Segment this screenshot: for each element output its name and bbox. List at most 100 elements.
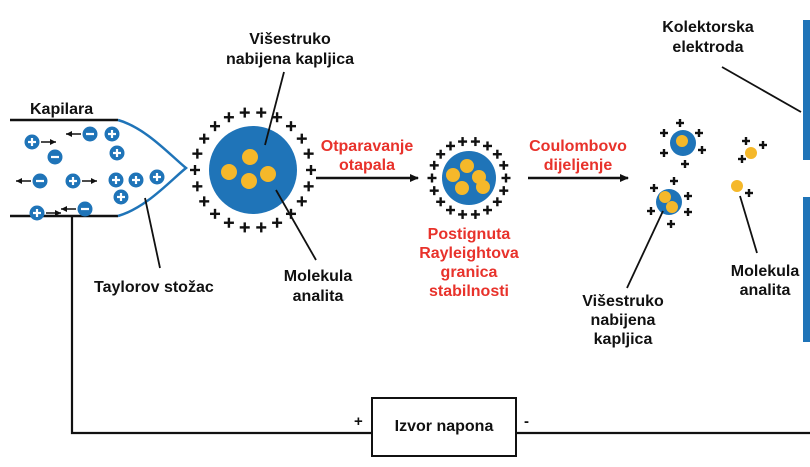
plus-charge <box>190 165 200 175</box>
analyte-molecule <box>476 180 490 194</box>
plus-charge <box>210 121 221 132</box>
plus-charge <box>684 208 692 216</box>
positive-ion <box>128 172 144 188</box>
label-rayleigh-line1: Postignuta <box>427 226 511 243</box>
free-analyte-bottom <box>731 180 753 197</box>
label-evaporation-line2: otapala <box>338 157 396 174</box>
plus-charge <box>285 121 296 132</box>
plus-charge <box>470 137 480 147</box>
label-rayleigh-line3: granica <box>440 264 498 281</box>
multi-charged-droplet-large <box>190 107 316 233</box>
plus-charge <box>303 148 314 159</box>
taylor-cone-outline <box>117 118 188 218</box>
positive-ion <box>108 172 124 188</box>
label-multi-charged-droplet-bottom-line2: nabijena <box>590 312 656 329</box>
plus-charge <box>210 208 221 219</box>
plus-charge <box>501 173 511 183</box>
negative-ion <box>66 126 98 142</box>
plus-charge <box>223 217 234 228</box>
plus-charge <box>667 220 675 228</box>
plus-charge <box>192 148 203 159</box>
plus-charge <box>499 186 509 196</box>
pointer-lines <box>144 66 802 289</box>
label-multi-charged-droplet-bottom-line3: kapljica <box>593 331 653 348</box>
plus-charge <box>660 149 668 157</box>
plus-charge <box>429 160 439 170</box>
voltage-source-box: Izvor napona <box>371 397 517 457</box>
plus-charge <box>681 160 689 168</box>
label-analyte-right-line1: Molekula <box>730 263 800 280</box>
plus-charge <box>427 173 437 183</box>
negative-ion <box>47 149 63 165</box>
plus-charge <box>759 141 767 149</box>
label-coulomb-line2: dijeljenje <box>543 157 613 174</box>
capillary-liquid <box>10 120 186 216</box>
plus-charge <box>647 207 655 215</box>
voltage-source-label: Izvor napona <box>394 418 494 435</box>
label-collector-line1: Kolektorska <box>662 19 754 36</box>
label-capillary: Kapilara <box>30 101 94 118</box>
positive-ion <box>65 173 97 189</box>
plus-charge <box>745 189 753 197</box>
label-multi-charged-droplet-bottom-line1: Višestruko <box>582 293 664 310</box>
label-analyte-right-line2: analita <box>739 282 791 299</box>
plus-charge <box>458 137 468 147</box>
plus-charge <box>738 155 746 163</box>
positive-ion <box>24 134 56 150</box>
plus-charge <box>272 217 283 228</box>
plus-charge <box>296 133 307 144</box>
circuit-wire <box>70 216 810 435</box>
plus-charge <box>296 196 307 207</box>
label-rayleigh-line2: Rayleightova <box>419 245 519 262</box>
plus-charge <box>436 197 446 207</box>
plus-charge <box>303 181 314 192</box>
plus-charge <box>684 192 692 200</box>
plus-charge <box>446 141 455 151</box>
capillary <box>10 118 188 218</box>
label-collector-line2: elektroda <box>672 39 744 56</box>
analyte-molecule <box>676 135 688 147</box>
plus-charge <box>483 141 492 151</box>
plus-charge <box>446 205 455 215</box>
plus-charge <box>223 112 234 123</box>
plus-charge <box>695 129 703 137</box>
plus-charge <box>499 160 509 170</box>
plus-charge <box>256 107 267 118</box>
plus-charge <box>239 222 250 233</box>
plus-charge <box>492 197 502 207</box>
offspring-droplet <box>660 119 706 168</box>
plus-charge <box>256 222 267 233</box>
analyte-molecule <box>659 191 671 203</box>
droplet-body <box>209 126 297 214</box>
plus-terminal: + <box>354 413 363 430</box>
label-evaporation-line1: Otparavanje <box>320 138 414 155</box>
plus-charge <box>429 186 439 196</box>
plus-charge <box>742 137 750 145</box>
droplet-rayleigh-limit <box>427 137 511 219</box>
positive-ion <box>109 145 125 161</box>
positive-ion <box>113 189 129 205</box>
plus-charge <box>698 146 706 154</box>
plus-charge <box>483 205 492 215</box>
analyte-molecule <box>241 173 257 189</box>
plus-charge <box>199 133 210 144</box>
plus-charge <box>670 177 678 185</box>
label-analyte-left-line2: analita <box>292 288 344 305</box>
label-coulomb-line1: Coulombovo <box>529 138 627 155</box>
plus-charge <box>436 149 446 159</box>
label-rayleigh-line4: stabilnosti <box>428 283 510 300</box>
analyte-molecule <box>446 168 460 182</box>
negative-ion <box>16 173 48 189</box>
plus-charge <box>199 196 210 207</box>
free-analyte-top <box>738 137 767 163</box>
label-multi-charged-droplet-top-line2: nabijena kapljica <box>225 51 355 68</box>
plus-charge <box>239 107 250 118</box>
plus-charge <box>676 119 684 127</box>
capillary-ions <box>16 126 165 221</box>
positive-ion <box>104 126 120 142</box>
offspring-droplet <box>647 177 692 228</box>
plus-charge <box>470 209 480 219</box>
analyte-molecule <box>460 159 474 173</box>
